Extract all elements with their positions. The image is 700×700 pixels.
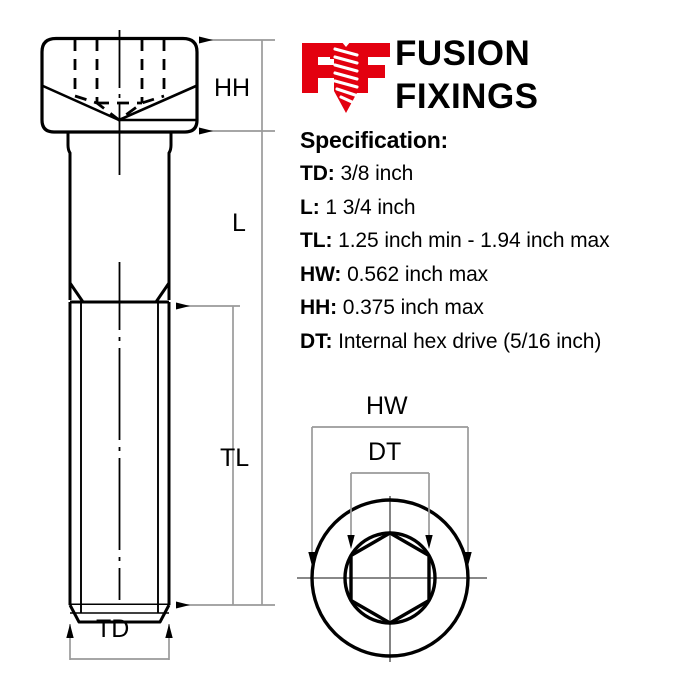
dimension-label-hh: HH bbox=[214, 74, 251, 102]
dimension-label-dt: DT bbox=[368, 438, 402, 466]
side-view-dimensions bbox=[66, 36, 275, 660]
dimension-label-tl: TL bbox=[220, 444, 250, 472]
td-arrow-right bbox=[165, 624, 173, 638]
hex-socket-hidden-lines bbox=[73, 40, 166, 103]
brand-wordmark-line2: FIXINGS bbox=[395, 77, 539, 116]
spec-key-tl: TL: bbox=[300, 229, 333, 252]
spec-key-dt: DT: bbox=[300, 329, 333, 353]
spec-key-hh: HH: bbox=[300, 296, 338, 319]
spec-row-hh: HH: 0.375 inch max bbox=[300, 291, 696, 325]
end-view-dimensions bbox=[308, 426, 472, 566]
spec-value-tl: 1.25 inch min - 1.94 inch max bbox=[338, 229, 610, 252]
dt-arrow-left bbox=[347, 535, 355, 549]
spec-key-l: L: bbox=[300, 195, 320, 219]
shank-right-edge bbox=[167, 132, 173, 300]
spec-value-l: 1 3/4 inch bbox=[325, 195, 416, 219]
specification-title: Specification: bbox=[300, 127, 449, 153]
td-arrow-left bbox=[66, 624, 74, 638]
brand-wordmark: FUSION FIXINGS bbox=[395, 32, 539, 118]
spec-row-l: L: 1 3/4 inch bbox=[300, 191, 696, 225]
hh-arrow-top bbox=[199, 36, 213, 44]
screw-head-notch bbox=[341, 41, 351, 47]
hw-arrow-left bbox=[308, 552, 316, 566]
spec-row-tl: TL: 1.25 inch min - 1.94 inch max bbox=[300, 224, 696, 258]
bolt-end-chamfer bbox=[68, 603, 171, 624]
spec-row-td: TD: 3/8 inch bbox=[300, 157, 696, 191]
dimension-label-l: L bbox=[232, 209, 246, 237]
screw-thread-lines bbox=[333, 47, 359, 104]
brand-logo: FUSION FIXINGS bbox=[300, 33, 690, 117]
bolt-end-view bbox=[297, 496, 487, 662]
spec-row-hw: HW: 0.562 inch max bbox=[300, 258, 696, 292]
hh-arrow-bottom bbox=[199, 127, 213, 135]
spec-value-td: 3/8 inch bbox=[340, 162, 414, 185]
threaded-section bbox=[68, 302, 171, 605]
brand-wordmark-line1: FUSION bbox=[395, 34, 531, 73]
thread-runout-right bbox=[154, 282, 171, 303]
spec-value-hh: 0.375 inch max bbox=[342, 296, 484, 319]
dimension-label-hw: HW bbox=[366, 392, 408, 420]
thread-runout-left bbox=[68, 282, 85, 303]
spec-key-hw: HW: bbox=[300, 262, 342, 286]
specification-panel: Specification: TD: 3/8 inch L: 1 3/4 inc… bbox=[300, 124, 696, 358]
spec-value-hw: 0.562 inch max bbox=[347, 262, 489, 286]
spec-value-dt: Internal hex drive (5/16 inch) bbox=[338, 329, 602, 353]
spec-key-td: TD: bbox=[300, 162, 335, 185]
dimension-label-td: TD bbox=[96, 615, 130, 643]
shank-left-edge bbox=[66, 132, 72, 300]
tl-arrow-top bbox=[176, 302, 190, 310]
spec-row-dt: DT: Internal hex drive (5/16 inch) bbox=[300, 325, 696, 359]
hex-socket-polygon bbox=[349, 531, 431, 625]
hw-arrow-right bbox=[464, 552, 472, 566]
bolt-side-view bbox=[40, 30, 199, 624]
l-arrow-bottom bbox=[176, 601, 190, 609]
fusion-fixings-screw-logo-icon bbox=[302, 41, 390, 113]
head-outer-circle bbox=[310, 498, 470, 658]
dt-arrow-right bbox=[425, 535, 433, 549]
